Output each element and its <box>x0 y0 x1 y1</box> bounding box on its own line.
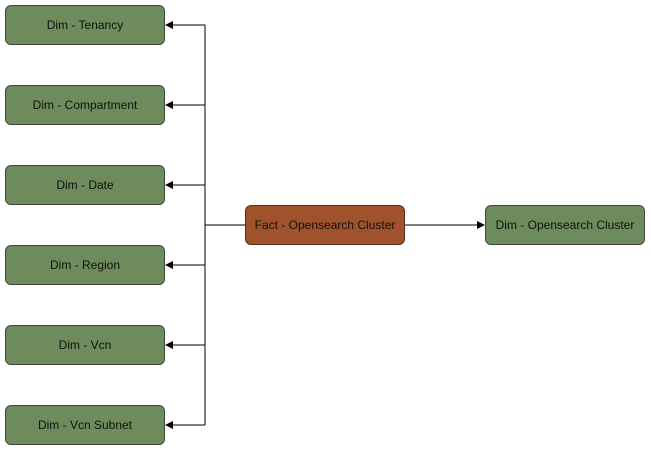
dim-date-node[interactable]: Dim - Date <box>5 165 165 205</box>
node-label: Dim - Region <box>49 258 121 272</box>
node-label: Dim - Compartment <box>32 98 138 112</box>
dim-compartment-node[interactable]: Dim - Compartment <box>5 85 165 125</box>
fact-opensearch-cluster-node[interactable]: Fact - Opensearch Cluster <box>245 205 405 245</box>
node-label: Dim - Opensearch Cluster <box>495 218 635 232</box>
dim-vcn-node[interactable]: Dim - Vcn <box>5 325 165 365</box>
dim-tenancy-node[interactable]: Dim - Tenancy <box>5 5 165 45</box>
node-label: Dim - Tenancy <box>46 18 124 32</box>
node-label: Dim - Date <box>56 178 114 192</box>
node-label: Fact - Opensearch Cluster <box>254 218 396 232</box>
dim-opensearch-cluster-node[interactable]: Dim - Opensearch Cluster <box>485 205 645 245</box>
dim-region-node[interactable]: Dim - Region <box>5 245 165 285</box>
node-label: Dim - Vcn Subnet <box>37 418 133 432</box>
dim-vcn-subnet-node[interactable]: Dim - Vcn Subnet <box>5 405 165 445</box>
node-label: Dim - Vcn <box>58 338 112 352</box>
